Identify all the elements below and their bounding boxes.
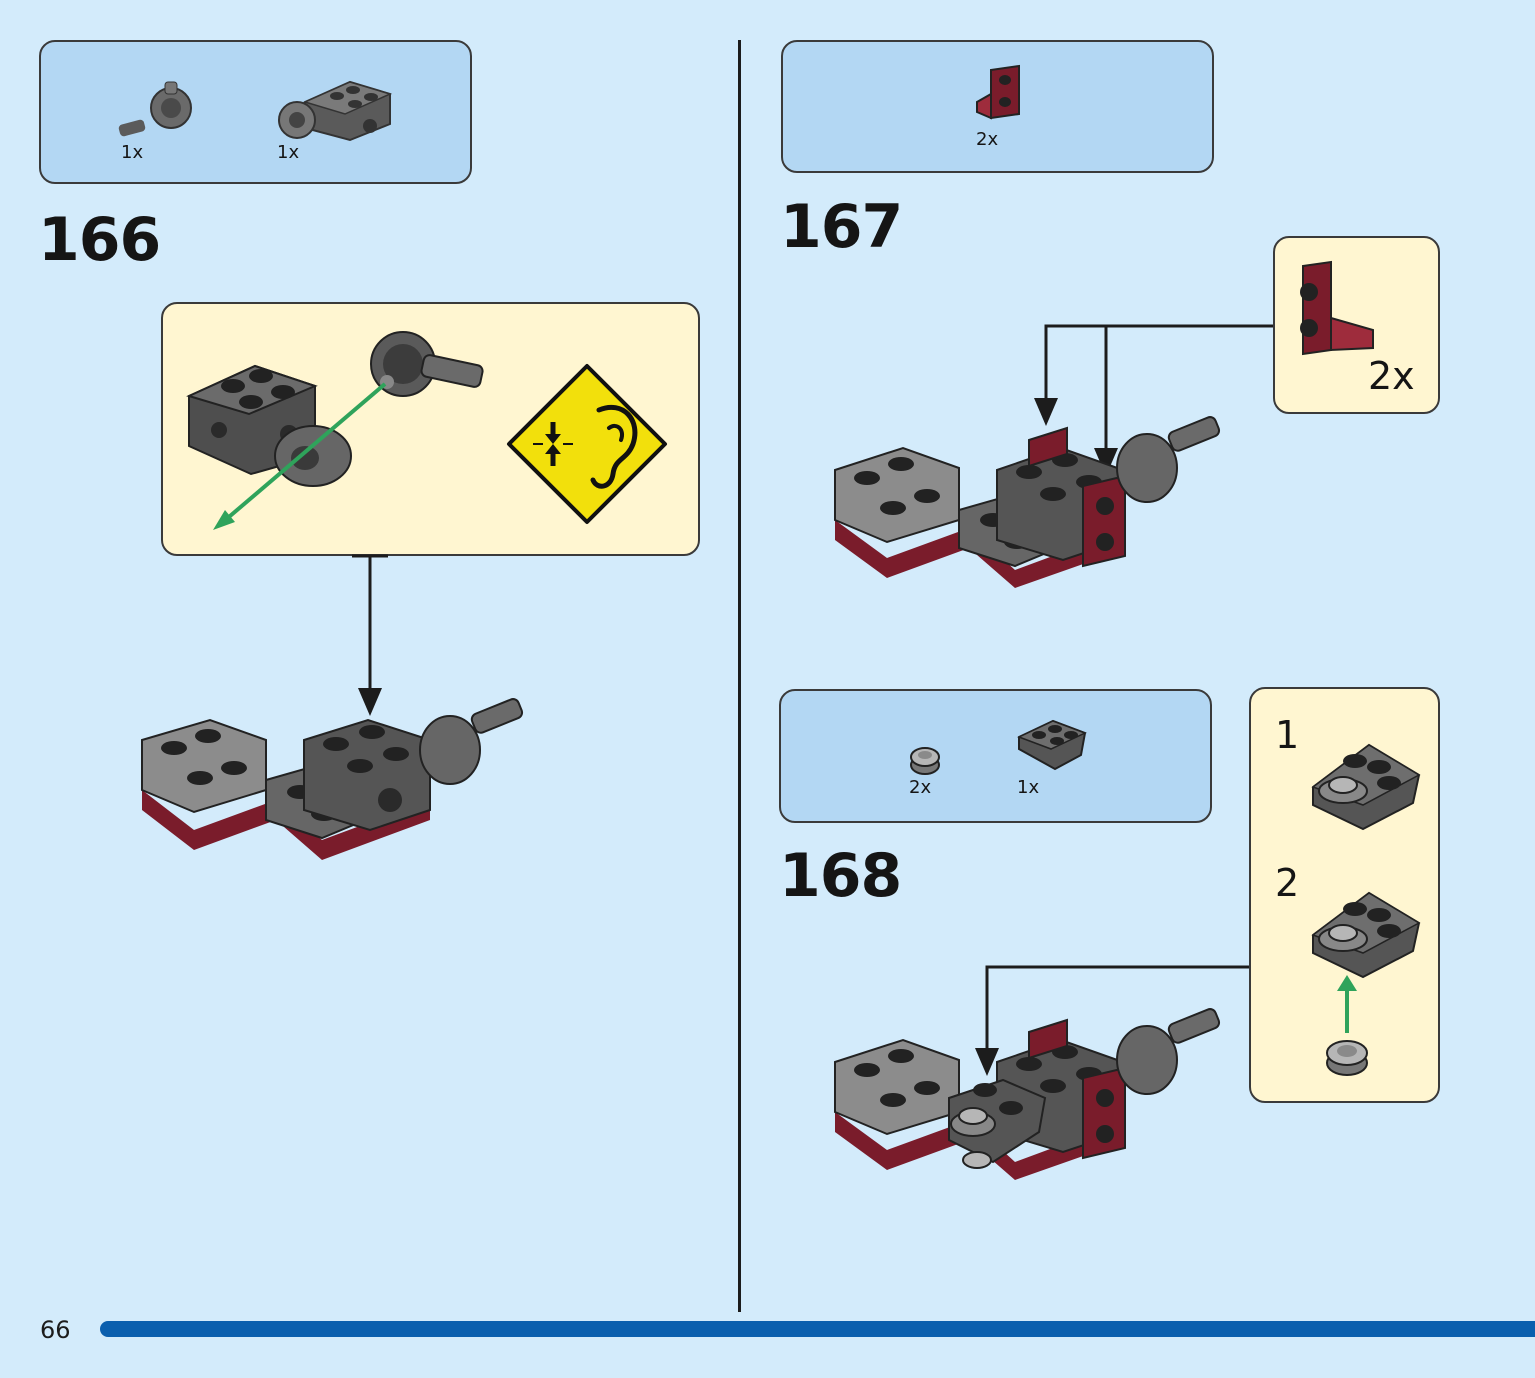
step-number-166: 166 [38,205,161,275]
part-qty: 2x [976,129,999,150]
step-number-167: 167 [780,192,903,262]
insert-arrow [1337,975,1357,1033]
click-sound-warning-icon [507,364,667,524]
parts-list-box-166: 1x 1x [39,40,472,184]
wedge-plate-icon [1311,891,1421,979]
ball-joint-pin-icon [118,81,192,137]
substep-number: 1 [1275,713,1300,757]
round-plate-icon [1326,1040,1368,1076]
sub-assembly-callout-167: 2x [1273,236,1440,414]
model-assembly-166 [141,698,524,860]
technic-brick-with-ball-socket-icon [278,80,393,142]
column-divider [738,40,741,1312]
dark-red-bracket-icon [976,64,1020,120]
step-number-168: 168 [779,841,902,911]
part-qty: 1x [121,142,144,163]
part-qty: 2x [909,777,932,798]
page-number: 66 [40,1316,71,1344]
wedge-plate-with-round-icon [1311,743,1421,831]
substep-number: 2 [1275,861,1300,905]
callout-qty: 2x [1368,354,1415,398]
sub-assembly-callout-166 [161,302,700,556]
parts-list-box-167: 2x [781,40,1214,173]
progress-bar [100,1321,1535,1337]
round-plate-icon [910,747,940,775]
part-qty: 1x [1017,777,1040,798]
wedge-plate-icon [1017,719,1087,771]
insert-arrow [213,382,387,530]
parts-list-box-168: 2x 1x [779,689,1212,823]
model-assembly-168 [834,1008,1221,1180]
dark-red-bracket-icon [1300,260,1374,356]
sub-assembly-callout-168: 1 2 [1249,687,1440,1103]
model-assembly-167 [834,416,1221,588]
technic-brick-icon [186,364,352,487]
part-qty: 1x [277,142,300,163]
